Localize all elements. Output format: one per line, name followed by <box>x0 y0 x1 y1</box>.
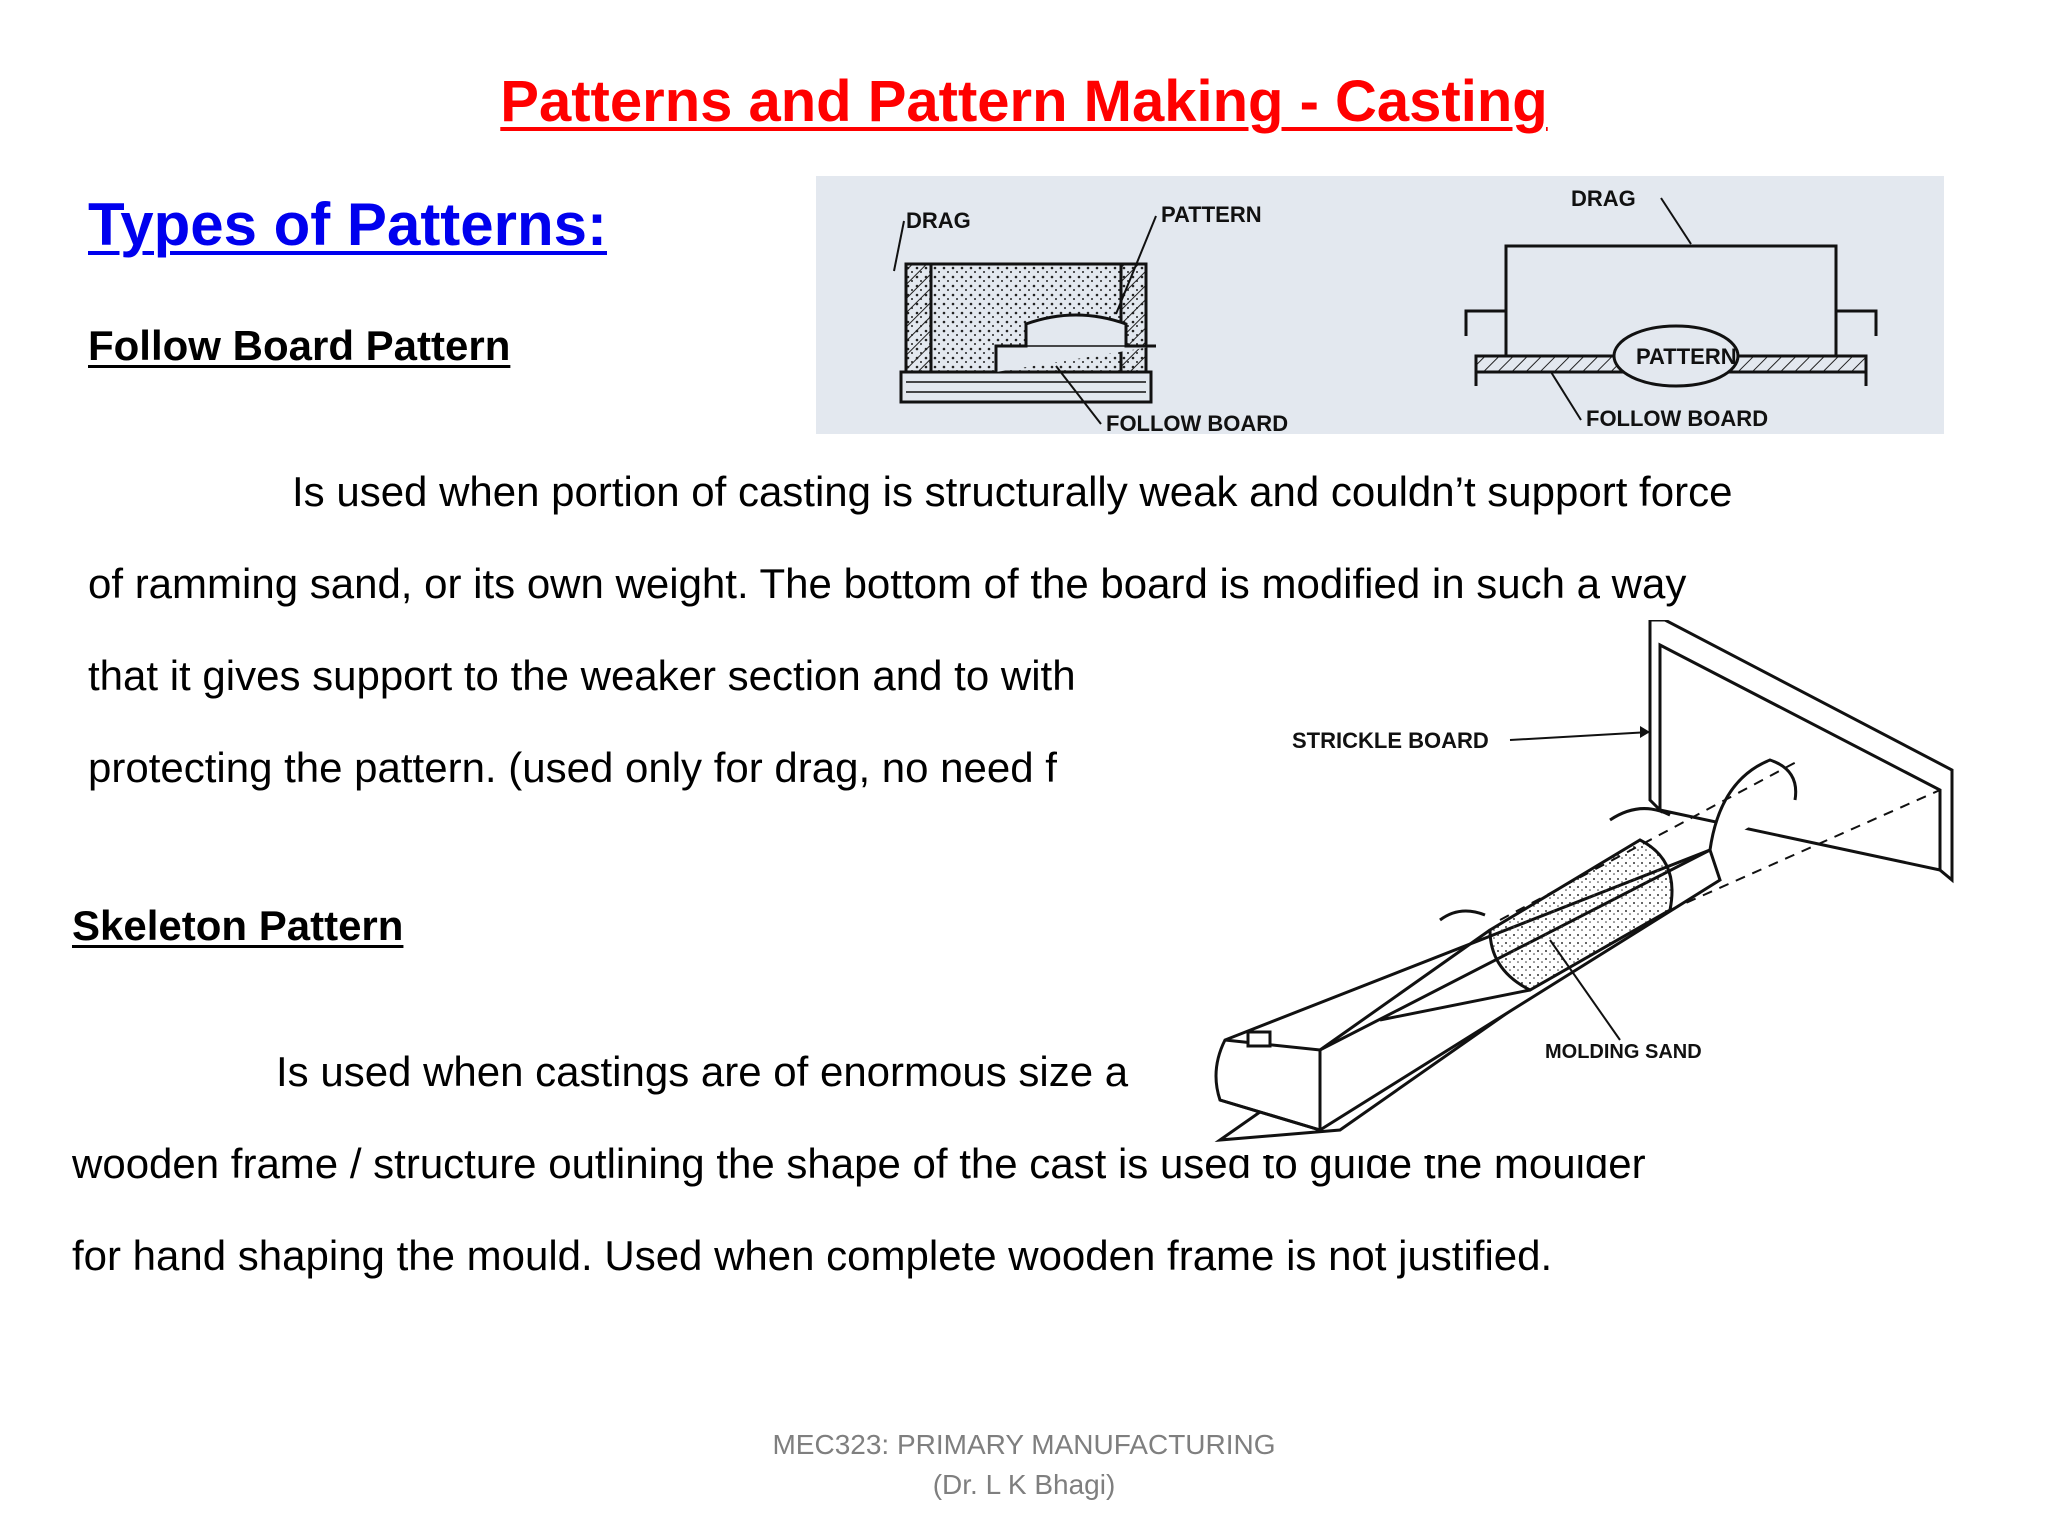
follow-board-line-3: that it gives support to the weaker sect… <box>88 652 1076 699</box>
label-pattern: PATTERN <box>1161 202 1262 227</box>
label-follow-board-right: FOLLOW BOARD <box>1586 406 1768 431</box>
footer-author: (Dr. L K Bhagi) <box>932 1469 1116 1500</box>
follow-board-line-1: Is used when portion of casting is struc… <box>292 468 1733 515</box>
skeleton-line-1: Is used when castings are of enormous si… <box>276 1048 1129 1095</box>
strickle-assembly <box>1214 618 1954 1142</box>
section-subtitle: Types of Patterns: <box>88 191 607 258</box>
label-strickle-board: STRICKLE BOARD <box>1292 728 1489 753</box>
label-drag-right: DRAG <box>1571 186 1636 211</box>
label-pattern-right: PATTERN <box>1636 344 1737 369</box>
follow-board-line-4: protecting the pattern. (used only for d… <box>88 744 1057 791</box>
follow-board-figure: DRAG PATTERN FOLLOW BOARD PATTERN DRAG F… <box>816 176 1944 436</box>
label-follow-board-left: FOLLOW BOARD <box>1106 411 1288 434</box>
follow-board-left-diagram <box>899 262 1156 404</box>
skeleton-pattern-figure: STRICKLE BOARD MOLDING SAND <box>1200 618 1968 1155</box>
slide-title: Patterns and Pattern Making - Casting <box>500 69 1548 134</box>
slide-footer: MEC323: PRIMARY MANUFACTURING (Dr. L K B… <box>0 1425 2048 1505</box>
follow-board-diagram: DRAG PATTERN FOLLOW BOARD PATTERN DRAG F… <box>893 186 1878 436</box>
follow-board-right-diagram <box>1464 244 1878 388</box>
footer-course: MEC323: PRIMARY MANUFACTURING <box>772 1429 1276 1460</box>
label-drag-left: DRAG <box>906 208 971 233</box>
heading-follow-board: Follow Board Pattern <box>88 322 511 369</box>
heading-skeleton: Skeleton Pattern <box>72 902 404 949</box>
skeleton-pattern-diagram: STRICKLE BOARD MOLDING SAND <box>1214 618 1954 1142</box>
follow-board-line-2: of ramming sand, or its own weight. The … <box>88 560 1687 607</box>
label-molding-sand: MOLDING SAND <box>1545 1041 1702 1063</box>
skeleton-line-3: for hand shaping the mould. Used when co… <box>72 1232 1553 1279</box>
